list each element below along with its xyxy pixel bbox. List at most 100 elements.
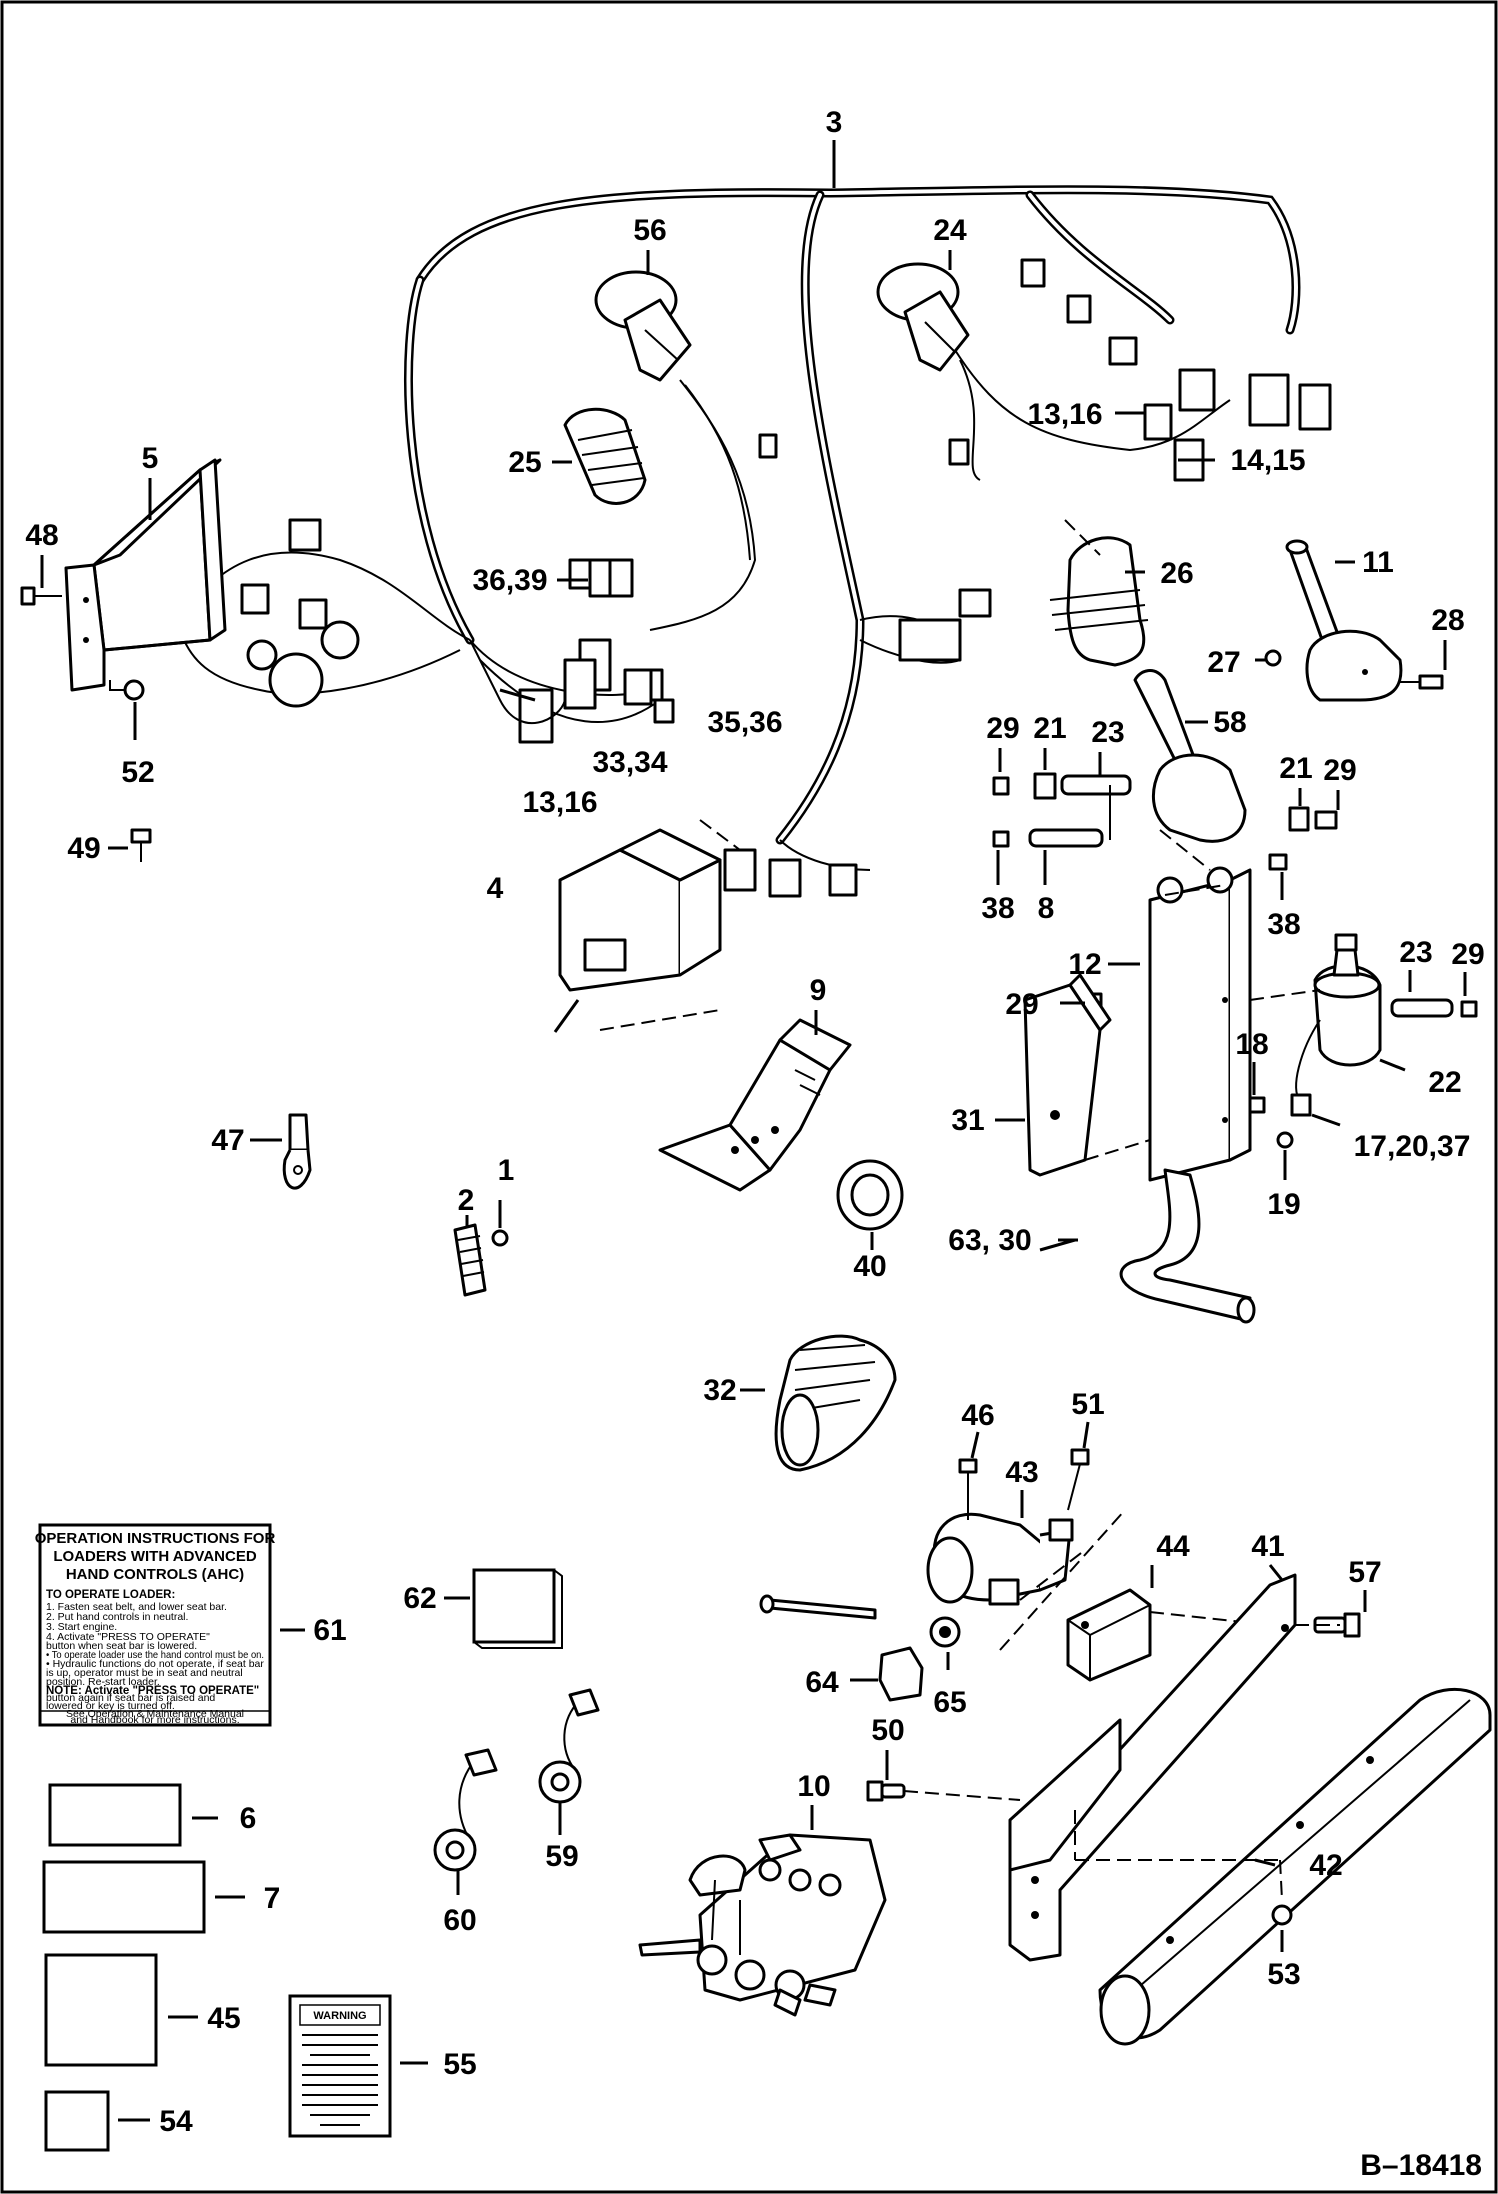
label-10: 10 xyxy=(797,1770,830,1803)
coil-60 xyxy=(433,1748,498,1872)
switch-56 xyxy=(594,270,692,382)
screw-46 xyxy=(958,1458,978,1520)
card-step5b: • Hydraulic functions do not operate, if… xyxy=(46,1658,264,1670)
wire-harness xyxy=(179,185,1301,871)
label-35-36: 35,36 xyxy=(707,706,782,739)
label-9: 9 xyxy=(810,974,827,1007)
label-45: 45 xyxy=(207,2002,240,2035)
screw-51 xyxy=(1067,1448,1090,1511)
label-46: 46 xyxy=(961,1399,994,1432)
label-38b: 38 xyxy=(1267,908,1300,941)
part-labels: 3 56 24 5 48 52 49 25 36,39 13,16 33,34 … xyxy=(25,106,1484,2182)
label-62: 62 xyxy=(403,1582,436,1615)
pin-assembly-8 xyxy=(992,785,1111,848)
label-58: 58 xyxy=(1213,706,1246,739)
label-19: 19 xyxy=(1267,1188,1300,1221)
label-26: 26 xyxy=(1160,557,1193,590)
card-note-b: button again if seat bar is raised and xyxy=(46,1692,215,1704)
label-33-34: 33,34 xyxy=(592,746,667,779)
label-50: 50 xyxy=(871,1714,904,1747)
cover-4 xyxy=(558,819,741,1031)
label-29a: 29 xyxy=(986,712,1019,745)
screw-49 xyxy=(130,828,152,862)
label-61: 61 xyxy=(313,1614,346,1647)
label-24: 24 xyxy=(933,214,967,247)
label-18: 18 xyxy=(1235,1028,1268,1061)
label-65: 65 xyxy=(933,1686,966,1719)
label-23a: 23 xyxy=(1091,716,1124,749)
decal-45 xyxy=(44,1953,158,2067)
label-27: 27 xyxy=(1207,646,1240,679)
handle-11 xyxy=(1285,539,1403,702)
label-3: 3 xyxy=(826,106,843,139)
coil-59 xyxy=(538,1688,600,1804)
switch-22 xyxy=(1249,933,1478,1117)
card-step5a: • To operate loader use the hand control… xyxy=(46,1649,264,1661)
label-6: 6 xyxy=(240,1802,257,1835)
solenoid-43 xyxy=(926,1512,1074,1606)
label-14-15: 14,15 xyxy=(1230,444,1305,477)
label-59: 59 xyxy=(545,1840,578,1873)
bracket-31 xyxy=(1023,973,1151,1177)
nut-1 xyxy=(491,1229,509,1247)
label-60: 60 xyxy=(443,1904,476,1937)
decal-6 xyxy=(48,1783,182,1847)
label-2: 2 xyxy=(458,1184,475,1217)
label-13-16a: 13,16 xyxy=(522,786,597,819)
instruction-card-61: OPERATION INSTRUCTIONS FOR LOADERS WITH … xyxy=(35,1523,276,1727)
label-31: 31 xyxy=(951,1104,984,1137)
card-step1: 1. Fasten seat belt, and lower seat bar. xyxy=(46,1601,227,1613)
boot-26 xyxy=(1049,519,1149,667)
nut-53 xyxy=(1271,1904,1293,1926)
label-29c: 29 xyxy=(1451,938,1484,971)
label-52: 52 xyxy=(121,756,154,789)
valve-body-10 xyxy=(638,1833,887,2017)
pin-assembly-top xyxy=(992,772,1338,832)
tag-47 xyxy=(282,1113,312,1190)
dash-43-44 xyxy=(999,1509,1126,1651)
label-44: 44 xyxy=(1156,1530,1190,1563)
label-36-39: 36,39 xyxy=(472,564,547,597)
label-22: 22 xyxy=(1428,1066,1461,1099)
warning-decal-header: WARNING xyxy=(313,2010,366,2022)
card-note-a: NOTE: Activate "PRESS TO OPERATE" xyxy=(46,1685,259,1697)
card-footer-b: and Handbook for more instructions. xyxy=(70,1714,239,1726)
card-heading: TO OPERATE LOADER: xyxy=(46,1589,175,1601)
label-48: 48 xyxy=(25,519,58,552)
label-54: 54 xyxy=(159,2105,193,2138)
label-29b: 29 xyxy=(1323,754,1356,787)
label-56: 56 xyxy=(633,214,666,247)
dash-43-44b xyxy=(1019,1549,1086,1601)
lever-bar xyxy=(1119,1168,1256,1324)
card-title-3: HAND CONTROLS (AHC) xyxy=(66,1566,244,1583)
nut-52 xyxy=(123,679,145,701)
card-title-2: LOADERS WITH ADVANCED xyxy=(53,1548,256,1565)
label-11: 11 xyxy=(1362,546,1394,579)
channel-42 xyxy=(1074,1624,1492,2046)
label-17-20-37: 17,20,37 xyxy=(1354,1130,1471,1163)
connector-cluster-left xyxy=(469,558,675,724)
boot-32 xyxy=(774,1334,897,1472)
block-44 xyxy=(1066,1588,1271,1682)
label-32: 32 xyxy=(703,1374,736,1407)
label-13-16b: 13,16 xyxy=(1027,398,1102,431)
label-1: 1 xyxy=(498,1154,515,1187)
card-step5c: is up, operator must be in seat and neut… xyxy=(46,1667,243,1679)
card-step3: 3. Start engine. xyxy=(46,1621,117,1633)
handle-58 xyxy=(1133,669,1247,871)
grommet-40 xyxy=(836,1159,904,1231)
leader-lines xyxy=(40,140,1467,2122)
card-title-1: OPERATION INSTRUCTIONS FOR xyxy=(35,1530,276,1547)
card-step4a: 4. Activate "PRESS TO OPERATE" xyxy=(46,1631,210,1643)
label-21b: 21 xyxy=(1279,752,1312,785)
switch-24 xyxy=(876,262,970,372)
label-64: 64 xyxy=(805,1666,839,1699)
card-step2: 2. Put hand controls in neutral. xyxy=(46,1611,188,1623)
controller-plugs xyxy=(240,518,360,708)
label-25: 25 xyxy=(508,446,541,479)
washer-19 xyxy=(1276,1131,1294,1149)
decal-62 xyxy=(472,1568,563,1649)
screw-38 xyxy=(1268,853,1288,871)
